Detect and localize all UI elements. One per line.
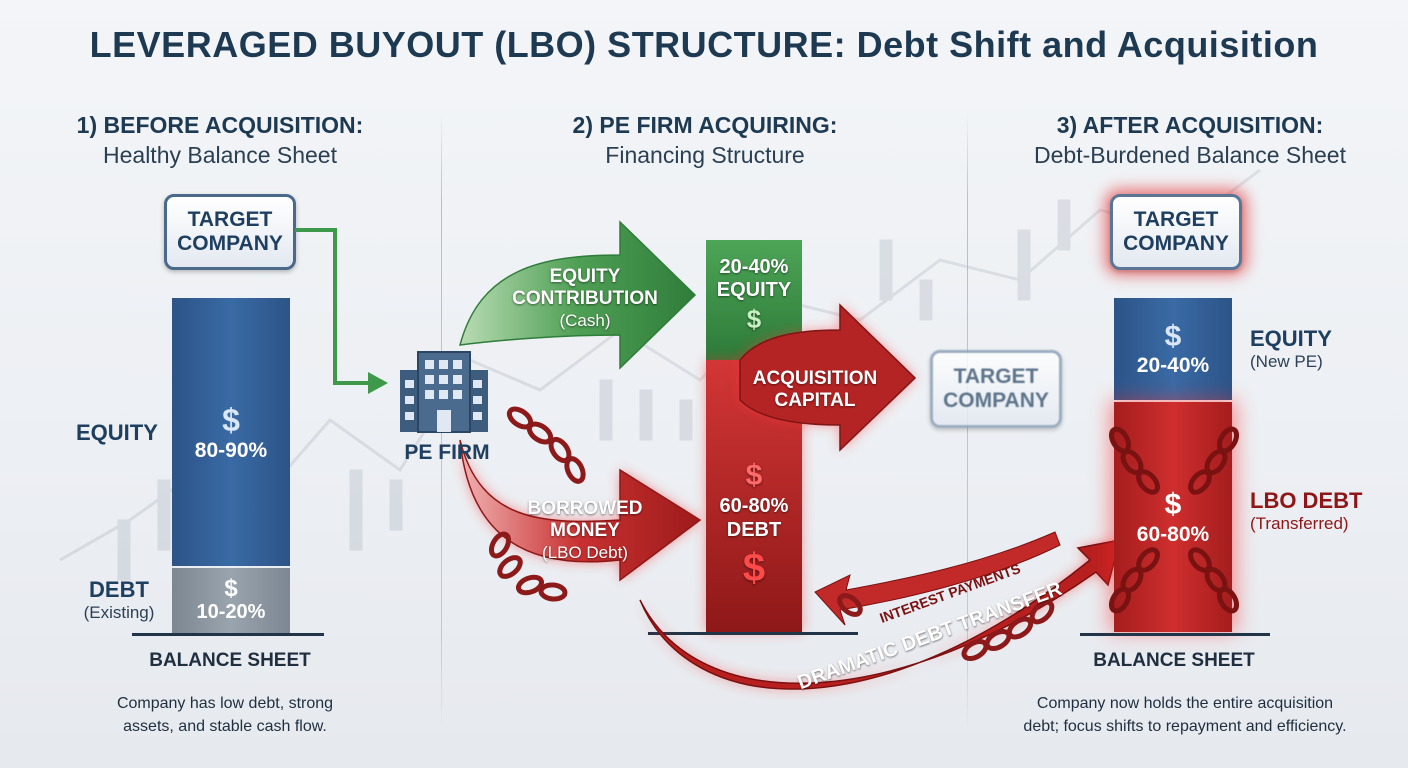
dollar-icon: $ <box>746 304 762 334</box>
capital-line: ACQUISITION <box>752 368 878 389</box>
chain-icon <box>488 406 1055 662</box>
balance-baseline-before <box>132 633 324 636</box>
debt-label-before: DEBT <box>89 577 149 602</box>
caption-after: Company now holds the entire acquisition… <box>990 692 1380 738</box>
dollar-icon: $ <box>742 546 766 590</box>
balance-baseline-after <box>1080 633 1270 636</box>
box-line: COMPANY <box>943 389 1049 412</box>
column-subheading: Healthy Balance Sheet <box>103 142 337 168</box>
acquisition-capital-arrow <box>739 303 917 452</box>
equity-label-group-after: EQUITY (New PE) <box>1250 326 1332 372</box>
equity-label-before: EQUITY <box>76 420 158 445</box>
debt-bar-after: $ 60-80% <box>1114 402 1232 632</box>
equity-word: EQUITY <box>716 279 792 301</box>
arrow-text-line: CONTRIBUTION <box>512 288 658 309</box>
column-header-financing: 2) PE FIRM ACQUIRING: Financing Structur… <box>520 110 890 170</box>
dollar-icon: $ <box>1164 488 1182 521</box>
caption-before: Company has low debt, strong assets, and… <box>60 692 390 738</box>
dollar-icon: $ <box>222 401 240 438</box>
box-line: TARGET <box>1133 208 1219 231</box>
equity-label-after: EQUITY <box>1250 326 1332 351</box>
target-company-box-after: TARGET COMPANY <box>1110 194 1242 270</box>
capital-line: CAPITAL <box>774 390 856 411</box>
debt-sublabel-after: (Transferred) <box>1250 514 1349 533</box>
dollar-icon: $ <box>224 575 238 602</box>
column-header-after: 3) AFTER ACQUISITION: Debt-Burdened Bala… <box>1000 110 1380 170</box>
equity-bar-before: $ 80-90% <box>172 298 290 566</box>
dollar-icon: $ <box>1164 320 1182 353</box>
arrow-text-sub: (LBO Debt) <box>542 543 628 562</box>
caption-line: assets, and stable cash flow. <box>123 718 327 735</box>
debt-range-after: 60-80% <box>1136 523 1210 546</box>
debt-label-group-before: DEBT (Existing) <box>74 577 164 623</box>
borrowed-money-arrow <box>459 439 702 582</box>
pe-firm-label: PE FIRM <box>404 441 490 464</box>
pe-firm-building-icon <box>400 351 488 433</box>
caption-line: Company has low debt, strong <box>116 695 334 712</box>
page-title: LEVERAGED BUYOUT (LBO) STRUCTURE: Debt S… <box>89 24 1319 65</box>
equity-bar-after: $ 20-40% <box>1114 298 1232 400</box>
debt-pct: 60-80% <box>719 495 789 517</box>
balance-baseline-financing <box>648 632 858 635</box>
box-line: COMPANY <box>177 232 283 255</box>
debt-transfer-arrow <box>639 539 1122 690</box>
debt-bar-before: $ 10-20% <box>172 568 290 633</box>
arrow-text-line: BORROWED <box>527 498 643 519</box>
balance-sheet-label-before: BALANCE SHEET <box>149 650 311 671</box>
equity-range-before: 80-90% <box>194 438 268 462</box>
arrow-text-line: EQUITY <box>549 266 621 287</box>
equity-contribution-text: EQUITY CONTRIBUTION (Cash) <box>500 266 670 332</box>
debt-sublabel-before: (Existing) <box>83 603 155 622</box>
borrowed-money-text: BORROWED MONEY (LBO Debt) <box>500 498 670 564</box>
interest-payments-arrow <box>814 531 1061 626</box>
debt-range-before: 10-20% <box>196 601 266 623</box>
financing-debt-text: $ 60-80% DEBT $ <box>706 458 802 594</box>
equity-pct: 20-40% <box>719 256 789 278</box>
caption-line: debt; focus shifts to repayment and effi… <box>1023 718 1347 735</box>
column-subheading: Debt-Burdened Balance Sheet <box>1034 142 1346 168</box>
chain-icon <box>1108 426 1240 614</box>
debt-word: DEBT <box>726 519 782 541</box>
caption-line: Company now holds the entire acquisition <box>1036 695 1334 712</box>
column-heading: 1) BEFORE ACQUISITION: <box>76 112 364 138</box>
column-header-before: 1) BEFORE ACQUISITION: Healthy Balance S… <box>40 110 400 170</box>
dollar-icon: $ <box>745 459 763 492</box>
debt-label-group-after: LBO DEBT (Transferred) <box>1250 488 1362 534</box>
box-line: COMPANY <box>1123 232 1229 255</box>
arrow-text-line: MONEY <box>550 520 620 541</box>
arrow-text-sub: (Cash) <box>559 311 611 330</box>
column-subheading: Financing Structure <box>605 142 805 168</box>
target-company-box-before: TARGET COMPANY <box>164 194 296 270</box>
balance-sheet-label-after: BALANCE SHEET <box>1093 650 1255 671</box>
target-company-box-financing: TARGET COMPANY <box>930 350 1062 428</box>
equity-range-after: 20-40% <box>1136 354 1210 377</box>
equity-sublabel-after: (New PE) <box>1250 352 1323 371</box>
box-line: TARGET <box>953 365 1039 388</box>
column-heading: 3) AFTER ACQUISITION: <box>1056 112 1324 138</box>
financing-equity-text: 20-40% EQUITY $ <box>706 256 802 334</box>
column-heading: 2) PE FIRM ACQUIRING: <box>572 112 838 138</box>
acquisition-capital-text: ACQUISITION CAPITAL <box>745 368 885 412</box>
equity-contribution-arrow <box>458 220 697 370</box>
box-line: TARGET <box>187 208 273 231</box>
debt-label-after: LBO DEBT <box>1250 488 1363 513</box>
